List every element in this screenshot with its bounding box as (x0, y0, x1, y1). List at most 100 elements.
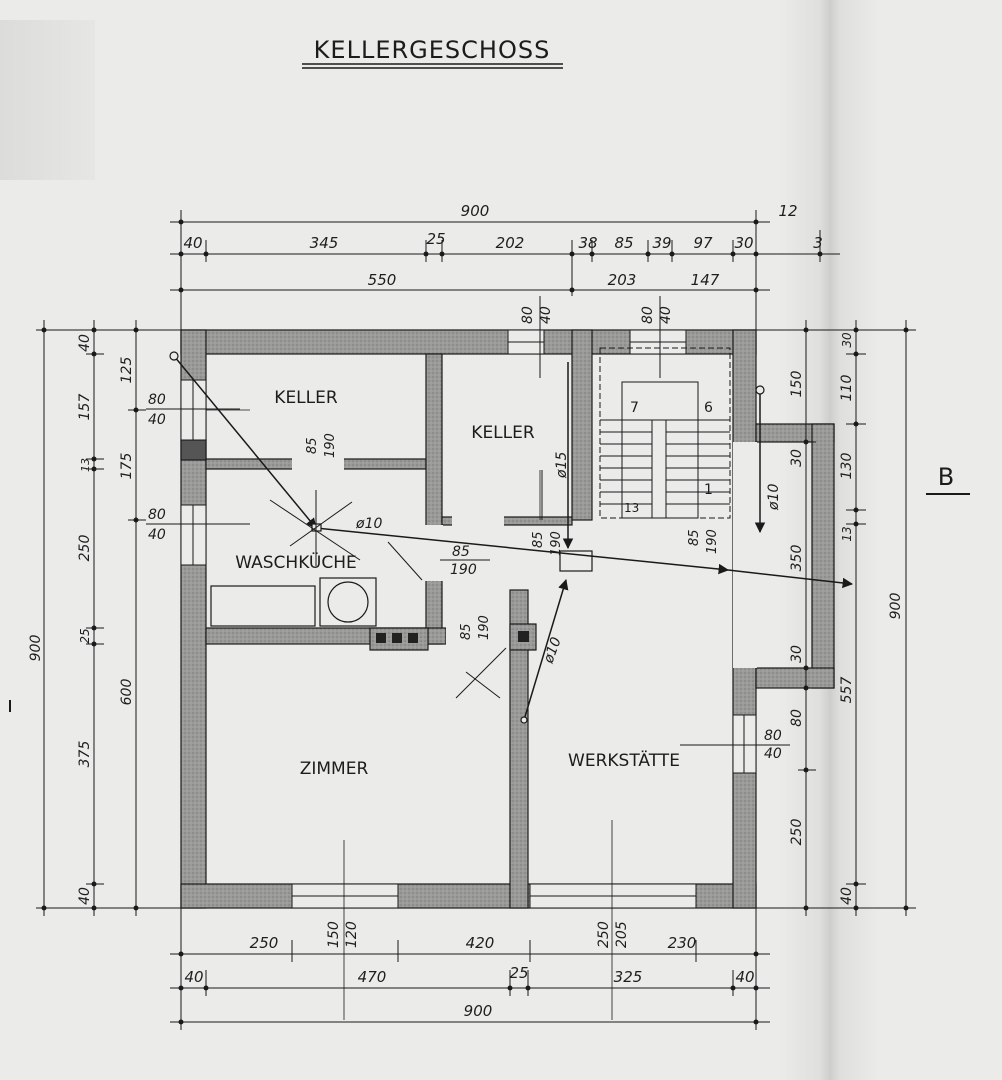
win1-width: 80 (148, 392, 166, 408)
window-glass-lines (192, 341, 745, 897)
wall-bay-side (811, 423, 835, 689)
laundry-tub (210, 585, 316, 627)
wall-zimmer-werkstatt (509, 589, 529, 909)
dim-top-r1-8: 30 (734, 234, 753, 252)
center-lines (206, 409, 613, 1020)
dim-right-i4: 80 (789, 709, 805, 727)
dim-top-r1-1: 345 (310, 234, 339, 252)
staircase (599, 347, 731, 519)
wall-column (180, 439, 207, 461)
dim-left-o4: 25 (78, 628, 92, 643)
dim-right-i5: 250 (789, 819, 805, 846)
room-keller-1: KELLER (274, 388, 338, 408)
stair-label-6: 6 (704, 400, 713, 416)
dim-top-r1-4: 38 (578, 234, 597, 252)
dim-top-r2-1: 203 (608, 271, 637, 289)
pipe-line-5 (523, 578, 569, 721)
pipe-label-1: ø10 (355, 516, 382, 532)
dim-top-r1-right: 3 (813, 234, 823, 252)
stair-label-13: 13 (624, 501, 639, 515)
dim-left-total: 900 (28, 635, 44, 662)
room-keller-2: KELLER (471, 423, 535, 443)
pipe-label-3: ø10 (540, 635, 564, 666)
flue-4 (518, 631, 529, 642)
opening-labels: 80 40 80 40 80 40 80 40 80 40 85 190 85 … (146, 296, 790, 762)
dim-right-i1: 30 (789, 449, 805, 467)
win3-width: 80 (520, 306, 536, 324)
pipe-nodes (169, 351, 765, 724)
win1-height: 40 (148, 412, 166, 428)
dim-right-i0: 150 (789, 371, 805, 398)
washing-machine (319, 577, 377, 627)
pipe-line-3 (727, 569, 854, 589)
stair-label-1: 1 (704, 482, 713, 498)
dim-bot-r1-6: 230 (668, 934, 697, 952)
door2-width: 85 (531, 531, 546, 548)
dim-left-o2: 13 (79, 458, 92, 472)
dimension-ticks (41, 219, 909, 1025)
dim-left-o3: 250 (77, 535, 93, 562)
dim-left-o0: 40 (77, 334, 93, 352)
flue-1 (376, 633, 386, 643)
dim-top-r1-5: 85 (614, 234, 633, 252)
dim-bot-r2-0: 40 (184, 968, 203, 986)
pipe-lines (173, 355, 854, 721)
room-zimmer: ZIMMER (300, 759, 369, 779)
dim-bot-r1-5: 205 (614, 921, 630, 948)
win4-width: 80 (640, 306, 656, 324)
dim-top-r2-2: 147 (691, 271, 720, 289)
windows (180, 329, 757, 909)
dim-left-i2: 600 (119, 679, 135, 706)
dim-right-o1: 110 (839, 375, 855, 402)
door1-width: 85 (305, 437, 320, 454)
dim-bot-r1-4: 250 (596, 921, 612, 948)
door5-height: 190 (705, 529, 720, 554)
scan-shadow-left (0, 20, 95, 180)
door3-width: 85 (452, 544, 470, 560)
dim-top-total: 900 (461, 202, 490, 220)
bay-opening (733, 442, 757, 668)
win2-width: 80 (148, 507, 166, 523)
win4-height: 40 (658, 306, 674, 324)
pipe-line-2 (315, 527, 730, 575)
dim-top-r1-0: 40 (183, 234, 202, 252)
washing-machine-drum (327, 581, 369, 623)
dim-bot-r2-2: 25 (509, 964, 528, 982)
win2-height: 40 (148, 527, 166, 543)
dim-right-o0: 30 (840, 332, 854, 348)
dim-top-r1-3: 202 (496, 234, 525, 252)
room-waschkueche: WASCHKÜCHE (235, 551, 356, 573)
flue-3 (408, 633, 418, 643)
dim-right-o4: 557 (839, 677, 855, 704)
dim-bot-r2-3: 325 (614, 968, 643, 986)
wall-vertical-mid (425, 353, 443, 645)
dim-bot-r1-3: 420 (466, 934, 495, 952)
wall-bay-bottom (755, 667, 835, 689)
dim-right-i3: 30 (789, 645, 805, 663)
door4-height: 190 (477, 615, 492, 640)
dim-top-r1-7: 97 (693, 234, 713, 252)
dim-top-right-small: 12 (778, 202, 797, 220)
dim-bot-r1-0: 250 (250, 934, 279, 952)
door1-height: 190 (323, 433, 338, 458)
dim-text-right: 900 30 110 130 13 557 40 150 30 350 30 8… (789, 332, 904, 905)
dim-left-o1: 157 (77, 394, 93, 421)
dim-text-bottom: 250 150 120 420 250 205 230 40 470 25 32… (184, 921, 754, 1020)
dim-left-o5: 375 (77, 741, 93, 768)
dim-bot-total: 900 (464, 1002, 493, 1020)
stair-label-7: 7 (630, 400, 639, 416)
pipe-line-1 (173, 355, 317, 529)
dim-text-left: 900 40 157 13 250 25 375 40 125 175 600 (28, 334, 135, 905)
wall-keller2-bottom (441, 516, 573, 526)
dim-left-i1: 175 (119, 453, 135, 480)
door-zimmer (446, 627, 508, 645)
door-keller1 (292, 458, 344, 470)
dim-left-i0: 125 (119, 357, 135, 384)
plan-title: KELLERGESCHOSS (314, 36, 551, 64)
dim-right-i2: 350 (789, 545, 805, 572)
section-mark: B (938, 463, 954, 491)
dim-right-o3: 13 (840, 526, 854, 541)
chimney-flues (376, 631, 529, 643)
dim-right-total: 900 (888, 593, 904, 620)
